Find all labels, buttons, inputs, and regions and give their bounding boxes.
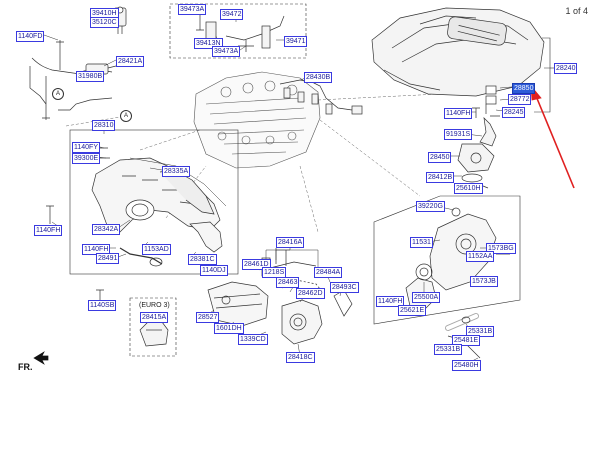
callout-35120c[interactable]: 35120C	[90, 17, 119, 28]
callout-28416a[interactable]: 28416A	[276, 237, 305, 248]
callout-39300e[interactable]: 39300E	[72, 153, 101, 164]
intake-manifold-box	[69, 129, 239, 275]
sensor-bracket-box	[169, 3, 307, 59]
callout-28527[interactable]: 28527	[196, 312, 220, 323]
callout-28412b[interactable]: 28412B	[426, 172, 455, 183]
callout-1152aa[interactable]: 1152AA	[466, 251, 495, 262]
callout-1140dj[interactable]: 1140DJ	[200, 265, 228, 276]
callout-28418c[interactable]: 28418C	[286, 352, 315, 363]
callout-28245[interactable]: 28245	[502, 107, 526, 118]
circle-reference-a-mid: A	[120, 110, 132, 122]
callout-28461d[interactable]: 28461D	[242, 259, 271, 270]
callout-1573jb[interactable]: 1573JB	[470, 276, 498, 287]
cover-grommets	[472, 85, 500, 118]
callout-28850-highlighted[interactable]: 28850	[512, 83, 536, 94]
callout-25480h[interactable]: 25480H	[452, 360, 481, 371]
coolant-hoses	[445, 313, 481, 359]
callout-28484a[interactable]: 28484A	[314, 267, 343, 278]
callout-39472[interactable]: 39472	[220, 9, 244, 20]
callout-28310[interactable]: 28310	[92, 120, 116, 131]
callout-1153ad[interactable]: 1153AD	[142, 244, 171, 255]
callout-39413n[interactable]: 39413N	[194, 38, 223, 49]
callout-25481e[interactable]: 25481E	[452, 335, 481, 346]
callout-39473a-a[interactable]: 39473A	[178, 4, 207, 15]
callout-28430b[interactable]: 28430B	[304, 72, 333, 83]
red-indicator-arrow	[530, 84, 575, 189]
callout-28240[interactable]: 28240	[554, 63, 578, 74]
callout-1140fy[interactable]: 1140FY	[72, 142, 100, 153]
callout-28381c[interactable]: 28381C	[188, 254, 217, 265]
callout-28772[interactable]: 28772	[508, 94, 532, 105]
front-direction-label: FR.	[18, 362, 33, 372]
callout-31980b[interactable]: 31980B	[76, 71, 105, 82]
egr-valve-parts	[457, 117, 497, 189]
callout-11531[interactable]: 11531	[410, 237, 433, 248]
callout-25331b-b[interactable]: 25331B	[434, 344, 463, 355]
callout-28462d[interactable]: 28462D	[296, 288, 325, 299]
callout-1218s[interactable]: 1218S	[262, 267, 287, 278]
callout-28491[interactable]: 28491	[96, 253, 120, 264]
callout-1140fd[interactable]: 1140FD	[16, 31, 45, 42]
callout-1140fh-low[interactable]: 1140FH	[376, 296, 405, 307]
callout-91931s[interactable]: 91931S	[444, 129, 473, 140]
callout-1140sb[interactable]: 1140SB	[88, 300, 117, 311]
callout-28421a[interactable]: 28421A	[116, 56, 145, 67]
callout-28342a[interactable]: 28342A	[92, 224, 121, 235]
bolt-parts	[46, 147, 110, 302]
callout-25500a[interactable]: 25500A	[412, 292, 441, 303]
callout-39473a-b[interactable]: 39473A	[212, 46, 241, 57]
front-direction-arrow	[33, 351, 49, 365]
page-indicator: 1 of 4	[565, 6, 588, 16]
callout-1573bg[interactable]: 1573BG	[486, 243, 516, 254]
callout-25610h[interactable]: 25610H	[454, 183, 483, 194]
callout-25621e[interactable]: 25621E	[398, 305, 427, 316]
callout-1140fh-right[interactable]: 1140FH	[444, 108, 473, 119]
euro3-variant-label: (EURO 3)	[139, 302, 170, 309]
callout-1140fh-left[interactable]: 1140FH	[34, 225, 63, 236]
circle-reference-a-top: A	[52, 88, 64, 100]
callout-28335a[interactable]: 28335A	[162, 166, 191, 177]
engine-head-block	[193, 71, 321, 169]
callout-28415a[interactable]: 28415A	[140, 312, 169, 323]
callout-39471[interactable]: 39471	[284, 36, 308, 47]
callout-28493c[interactable]: 28493C	[330, 282, 359, 293]
callout-1601dh[interactable]: 1601DH	[214, 323, 244, 334]
callout-1339cd[interactable]: 1339CD	[238, 334, 268, 345]
engine-cover	[371, 7, 545, 97]
callout-28463[interactable]: 28463	[276, 277, 300, 288]
callout-28450[interactable]: 28450	[428, 152, 452, 163]
callout-39220g[interactable]: 39220G	[416, 201, 445, 212]
